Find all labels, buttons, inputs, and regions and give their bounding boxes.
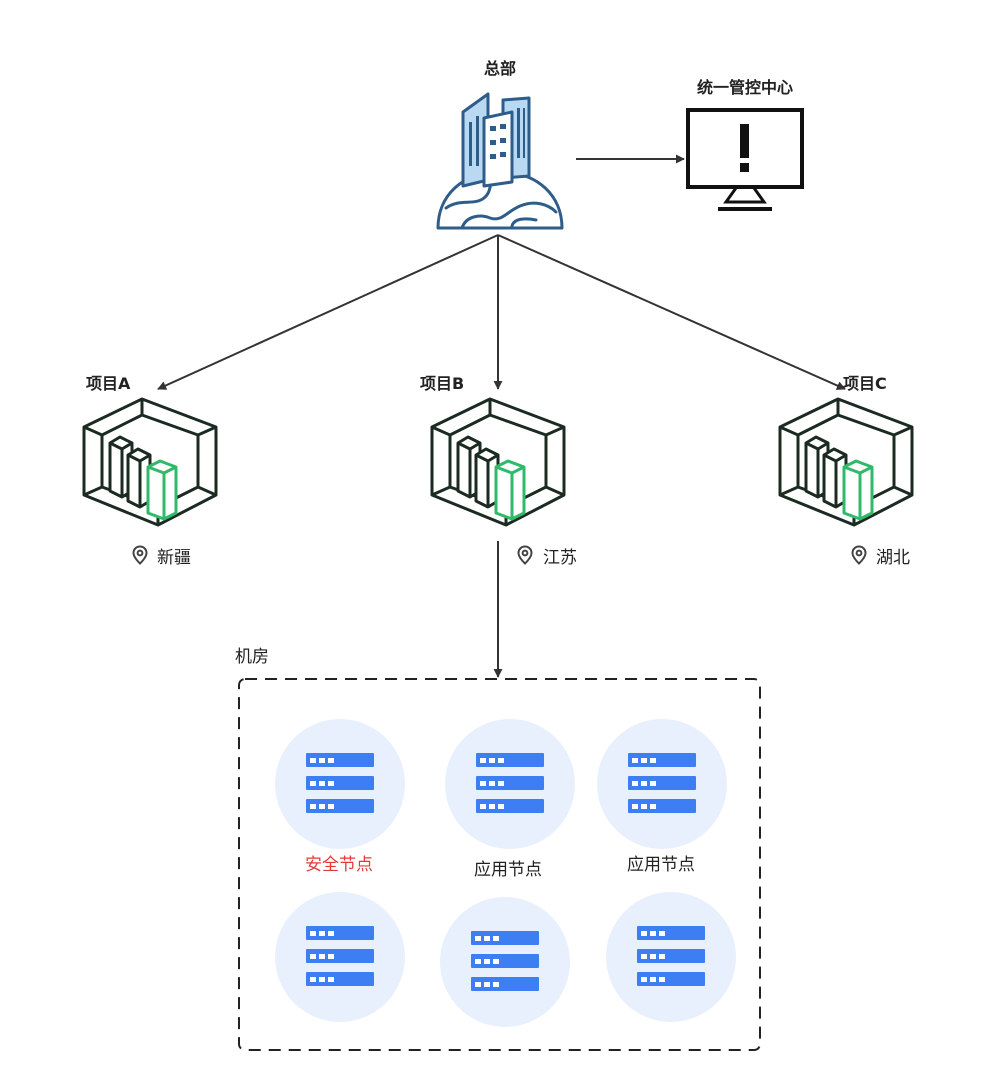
- project-a-node: 项目A 新疆: [82, 374, 218, 568]
- project-b-node: 项目B 江苏: [420, 374, 577, 568]
- machine-room: 机房 安全节点 应用节点 应用节点: [235, 647, 761, 1051]
- server-room-icon: [82, 397, 218, 527]
- node-6: [606, 892, 736, 1022]
- project-c-node: 项目C 湖北: [778, 374, 914, 568]
- location-pin-icon: [517, 545, 533, 565]
- location-pin-icon: [132, 545, 148, 565]
- node-2: 应用节点: [445, 719, 575, 880]
- project-b-label: 项目B: [420, 374, 464, 393]
- project-c-label: 项目C: [843, 374, 887, 393]
- project-c-location: 湖北: [876, 548, 910, 568]
- node-1-label: 安全节点: [305, 855, 373, 875]
- server-rack-icon: [597, 719, 727, 849]
- machine-room-label: 机房: [235, 647, 269, 667]
- headquarters-node: 总部: [436, 59, 564, 230]
- server-rack-icon: [275, 892, 405, 1022]
- arrow-hq-to-project-c: [497, 234, 846, 390]
- project-a-label: 项目A: [86, 374, 131, 393]
- node-1: 安全节点: [275, 719, 405, 875]
- project-b-location: 江苏: [543, 548, 577, 568]
- server-rack-icon: [275, 719, 405, 849]
- project-a-location: 新疆: [157, 548, 191, 568]
- machine-room-boundary: [238, 678, 761, 1051]
- server-rack-icon: [440, 897, 570, 1027]
- server-room-icon: [778, 397, 914, 527]
- location-pin-icon: [851, 545, 867, 565]
- control-center-node: 统一管控中心: [686, 78, 804, 211]
- server-rack-icon: [445, 719, 575, 849]
- server-rack-icon: [606, 892, 736, 1022]
- server-room-icon: [430, 397, 566, 527]
- node-2-label: 应用节点: [474, 860, 542, 880]
- node-3-label: 应用节点: [627, 855, 695, 875]
- office-buildings-on-globe-icon: [436, 92, 564, 230]
- node-4: [275, 892, 405, 1022]
- arrow-hq-to-project-a: [157, 234, 499, 390]
- node-3: 应用节点: [597, 719, 727, 875]
- headquarters-label: 总部: [484, 59, 516, 78]
- connectors: [157, 154, 846, 678]
- control-center-label: 统一管控中心: [697, 78, 793, 97]
- monitor-alert-icon: [686, 108, 804, 211]
- node-5: [440, 897, 570, 1027]
